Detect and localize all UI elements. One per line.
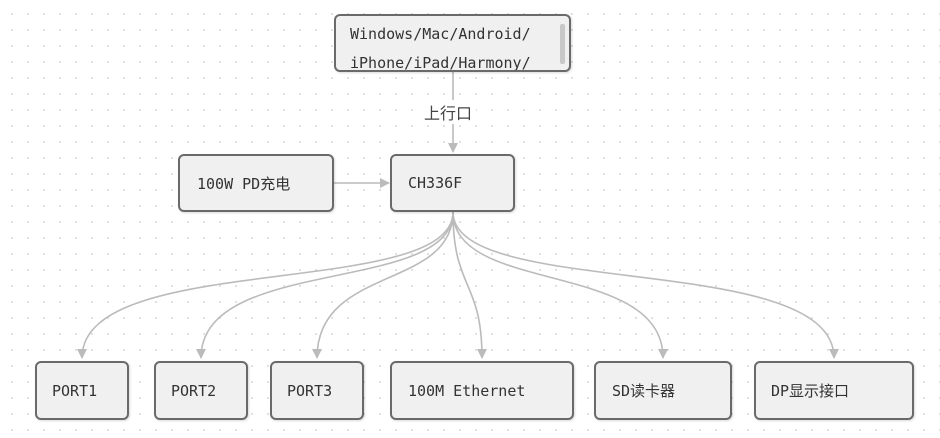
port1-node[interactable]: PORT1: [35, 361, 129, 420]
source-devices-line-2: iPhone/iPad/Harmony/: [350, 54, 531, 72]
source-devices-line-1: Windows/Mac/Android/: [350, 25, 531, 43]
port2-label: PORT2: [171, 381, 217, 400]
hub-node[interactable]: CH336F: [390, 154, 515, 212]
edge-hub-to-port1: [77, 211, 454, 359]
power-node[interactable]: 100W PD充电: [178, 154, 334, 212]
edge-hub-to-ethernet: [452, 211, 487, 359]
sd-reader-node[interactable]: SD读卡器: [594, 361, 732, 420]
node-scrollbar[interactable]: [560, 24, 565, 64]
ethernet-node[interactable]: 100M Ethernet: [390, 361, 574, 420]
port2-node[interactable]: PORT2: [154, 361, 248, 420]
port3-label: PORT3: [287, 381, 333, 400]
edge-hub-to-port2: [196, 211, 454, 359]
dp-display-label: DP显示接口: [771, 382, 850, 400]
ethernet-label: 100M Ethernet: [408, 381, 526, 400]
uplink-label: 上行口: [420, 100, 477, 124]
port3-node[interactable]: PORT3: [270, 361, 364, 420]
edge-hub-to-port3: [312, 211, 454, 359]
source-devices-node[interactable]: Windows/Mac/Android/ iPhone/iPad/Harmony…: [334, 14, 571, 72]
port1-label: PORT1: [52, 381, 98, 400]
hub-node-label: CH336F: [408, 174, 463, 192]
edge-hub-to-dp: [452, 211, 839, 359]
edge-hub-to-sd-reader: [452, 211, 668, 359]
dp-display-node[interactable]: DP显示接口: [754, 361, 914, 420]
power-node-label: 100W PD充电: [197, 174, 291, 193]
sd-reader-label: SD读卡器: [612, 382, 676, 400]
